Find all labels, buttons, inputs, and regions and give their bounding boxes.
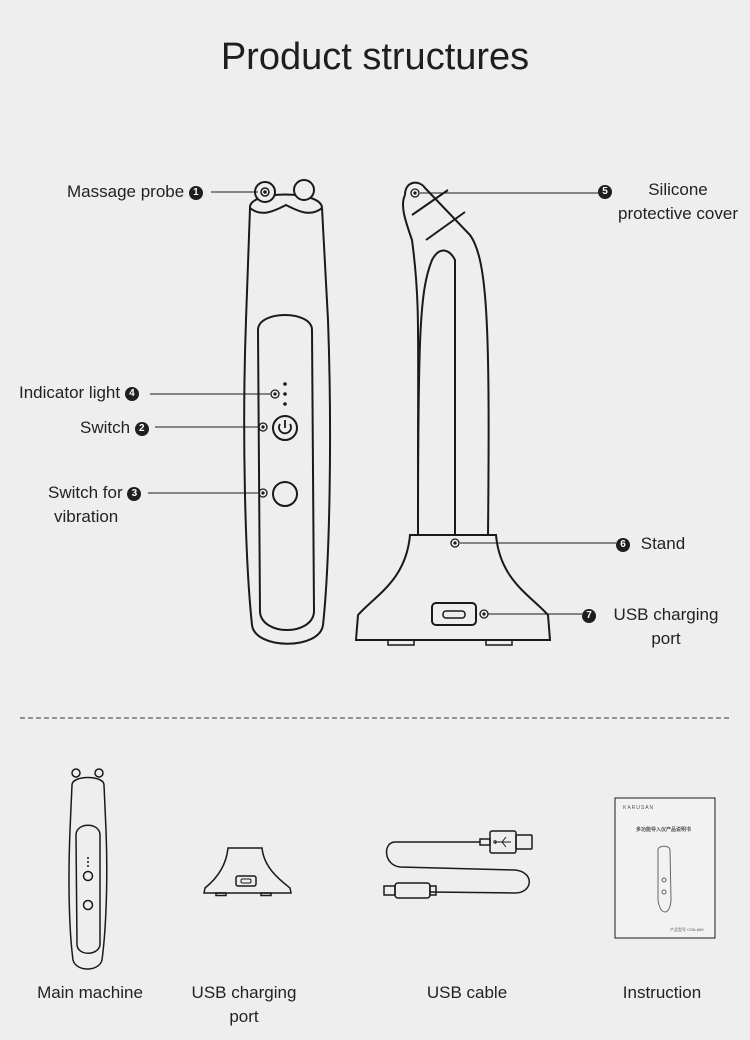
callout-usb-port-text: USB charging port: [613, 605, 719, 648]
callout-number: 6: [616, 537, 630, 552]
vibration-switch: [272, 481, 298, 507]
callout-number: 3: [127, 486, 142, 501]
callout-number: 7: [582, 608, 596, 623]
power-switch: [272, 415, 298, 441]
callout-massage-probe: Massage probe 1: [67, 180, 203, 204]
callout-number: 1: [188, 185, 203, 200]
callout-switch: Switch 2: [80, 416, 149, 440]
stand-device: [354, 181, 552, 646]
callout-stand: 6 Stand: [616, 532, 685, 556]
content-instruction: [614, 797, 716, 939]
caption-usb-charging-port: USB charging port: [191, 983, 297, 1026]
caption-usb-cable: USB cable: [426, 983, 508, 1002]
callout-usb-port: 7: [582, 603, 596, 627]
callout-vibration-switch: Switch for 3: [48, 481, 142, 505]
content-main-machine: [68, 768, 108, 970]
page-title: Product structures: [220, 36, 530, 78]
caption-main-machine: Main machine: [37, 983, 143, 1002]
content-stand: [203, 847, 292, 897]
manual-heading: 多功能导入仪产品说明书: [636, 827, 692, 833]
manual-brand: KARUSAN: [623, 805, 655, 811]
caption-instruction: Instruction: [622, 983, 702, 1002]
callout-number: 4: [124, 386, 139, 401]
callout-number: 2: [134, 421, 149, 436]
callout-silicone-cover: 5: [598, 180, 612, 204]
manual-footer: 产品型号 CSN-689: [670, 927, 704, 932]
content-usb-cable: [383, 830, 533, 899]
indicator-light: [283, 382, 287, 386]
callout-number: 5: [598, 184, 612, 199]
callout-silicone-text: Silicone protective cover: [618, 180, 738, 223]
callout-indicator-light: Indicator light 4: [19, 381, 139, 405]
main-device: [243, 179, 332, 645]
callout-vibration-switch-line2: vibration: [54, 507, 119, 526]
probe-marker: [260, 187, 270, 197]
